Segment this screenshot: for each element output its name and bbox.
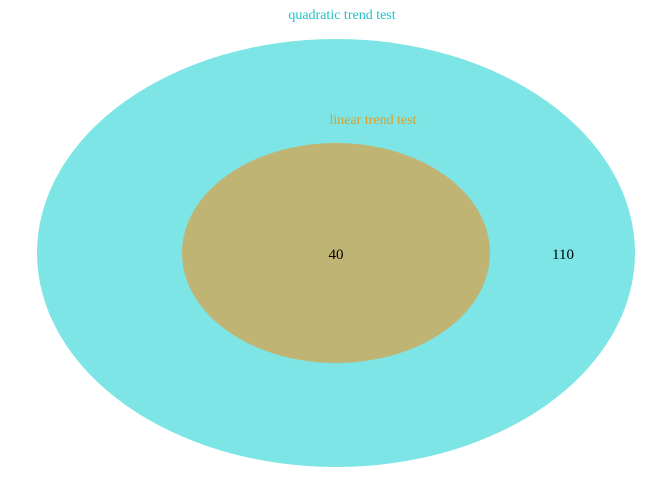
linear-set-ellipse: [182, 143, 490, 363]
quadratic-only-count-label: 110: [552, 247, 574, 263]
linear-set-label: linear trend test: [329, 113, 416, 128]
quadratic-set-label: quadratic trend test: [288, 8, 395, 23]
intersection-count-label: 40: [329, 247, 344, 263]
